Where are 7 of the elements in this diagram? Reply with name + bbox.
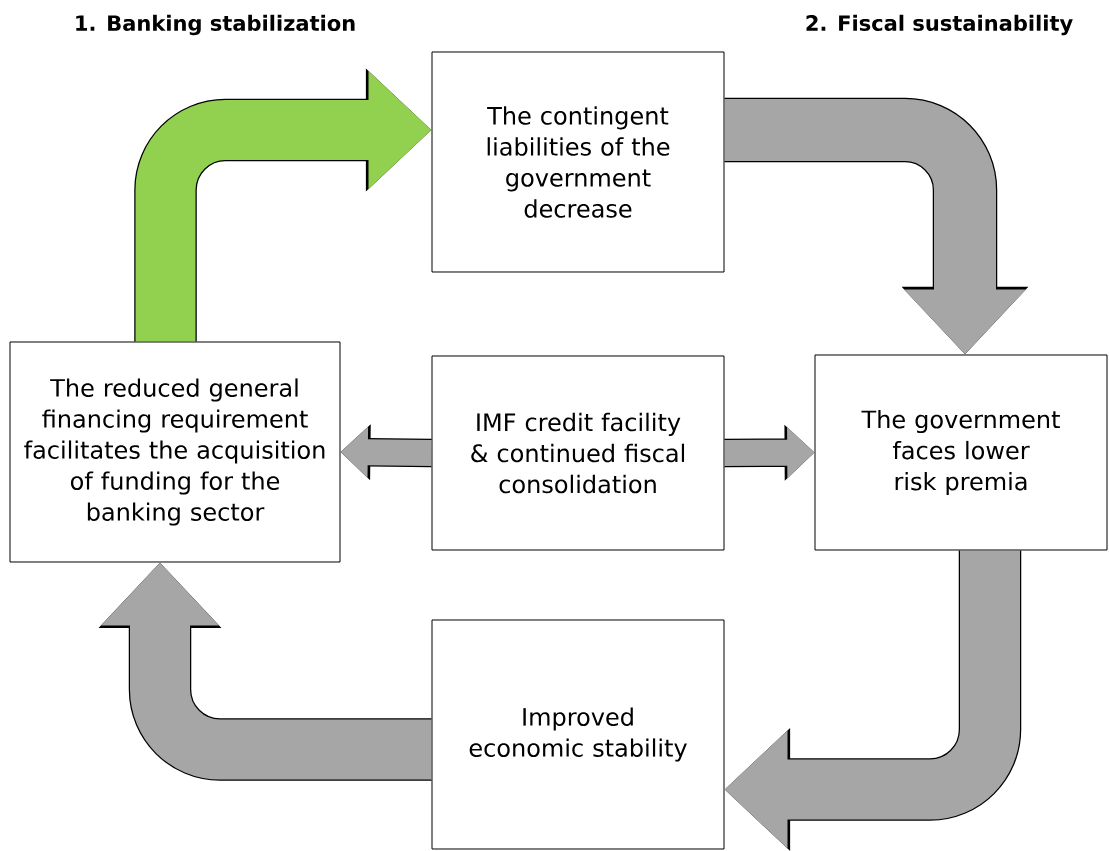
section-heading: 1. Banking stabilization [76, 14, 355, 36]
text-box: IMF credit facility & continued fiscal consolidation [431, 355, 725, 551]
text-box: The contingent liabilities of the government decrease [431, 51, 725, 273]
text-box: The reduced general financing requirement facilitates the acquisition of funding for the banking sector [9, 341, 341, 563]
section-heading: 2. Fiscal sustainability [806, 14, 1073, 36]
text-box: Improved economic stability [431, 619, 725, 850]
text-box: The government faces lower risk premia [814, 354, 1108, 551]
